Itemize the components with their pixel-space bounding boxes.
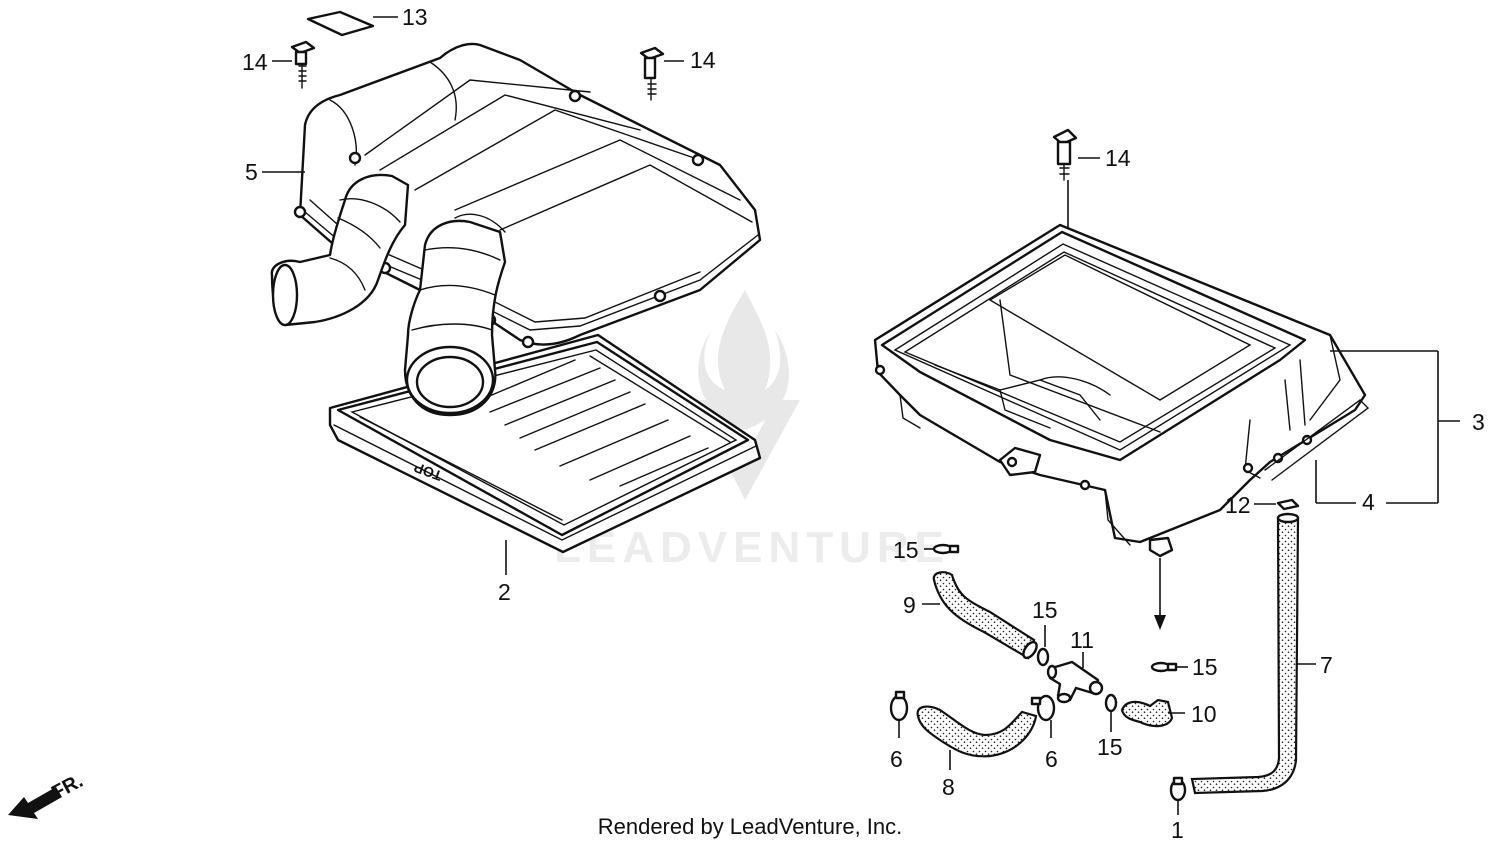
part-13-label-sticker: 13	[306, 4, 428, 37]
callout-15-a: 15	[893, 537, 919, 563]
callout-12: 12	[1225, 492, 1251, 518]
callout-13: 13	[402, 4, 428, 30]
render-credit-text: Rendered by LeadVenture, Inc.	[597, 814, 903, 839]
render-credit: Rendered by LeadVenture, Inc.	[0, 814, 1500, 840]
callout-5: 5	[245, 159, 258, 185]
part-14-bolt-left: 14	[242, 40, 316, 89]
callout-1: 1	[1171, 817, 1184, 843]
callout-8: 8	[942, 774, 955, 800]
part-9-hose: 9	[903, 571, 1038, 660]
callout-6-right: 6	[1045, 746, 1058, 772]
callout-9: 9	[903, 592, 916, 618]
callout-7: 7	[1320, 652, 1333, 678]
part-1-clip: 1	[1169, 776, 1187, 843]
callout-14-right: 14	[1105, 145, 1131, 171]
callout-14-left: 14	[242, 49, 268, 75]
front-arrow-icon	[8, 787, 62, 819]
part-10-short-hose: 10	[1120, 698, 1217, 728]
part-14-bolt-right: 14	[1052, 128, 1131, 365]
callout-11: 11	[1070, 627, 1094, 653]
watermark-text: LEADVENTURE	[554, 523, 950, 572]
callout-4: 4	[1362, 489, 1375, 515]
part-5-air-cleaner-cover: 5	[245, 42, 762, 417]
part-15-clamp-b: 15	[1032, 597, 1058, 667]
callout-15-c: 15	[1192, 654, 1218, 680]
part-6-clip-left: 6	[889, 690, 909, 772]
callout-10: 10	[1191, 701, 1217, 727]
callout-3: 3	[1472, 409, 1485, 435]
part-8-hose: 8	[916, 705, 1038, 800]
watermark-flame-icon	[698, 290, 789, 430]
part-11-t-joint: 11	[1046, 627, 1104, 704]
callout-6-left: 6	[890, 746, 903, 772]
part-15-clamp-d: 15	[1097, 693, 1123, 760]
part-6-clip-right: 6	[1030, 694, 1058, 772]
front-direction-marker: FR.	[8, 770, 87, 819]
callout-15-b: 15	[1032, 597, 1058, 623]
part-15-clamp-a: 15	[893, 537, 960, 563]
part-14-bolt-center: 14	[639, 46, 716, 101]
part-15-clamp-c: 15	[1150, 654, 1218, 680]
callout-2: 2	[498, 579, 511, 605]
callout-15-d: 15	[1097, 734, 1123, 760]
part-3-air-cleaner-case: 3 4	[873, 223, 1485, 630]
part-12-clip: 12	[1225, 492, 1300, 518]
callout-14-center: 14	[690, 47, 716, 73]
part-7-drain-hose: 7	[1190, 512, 1333, 795]
